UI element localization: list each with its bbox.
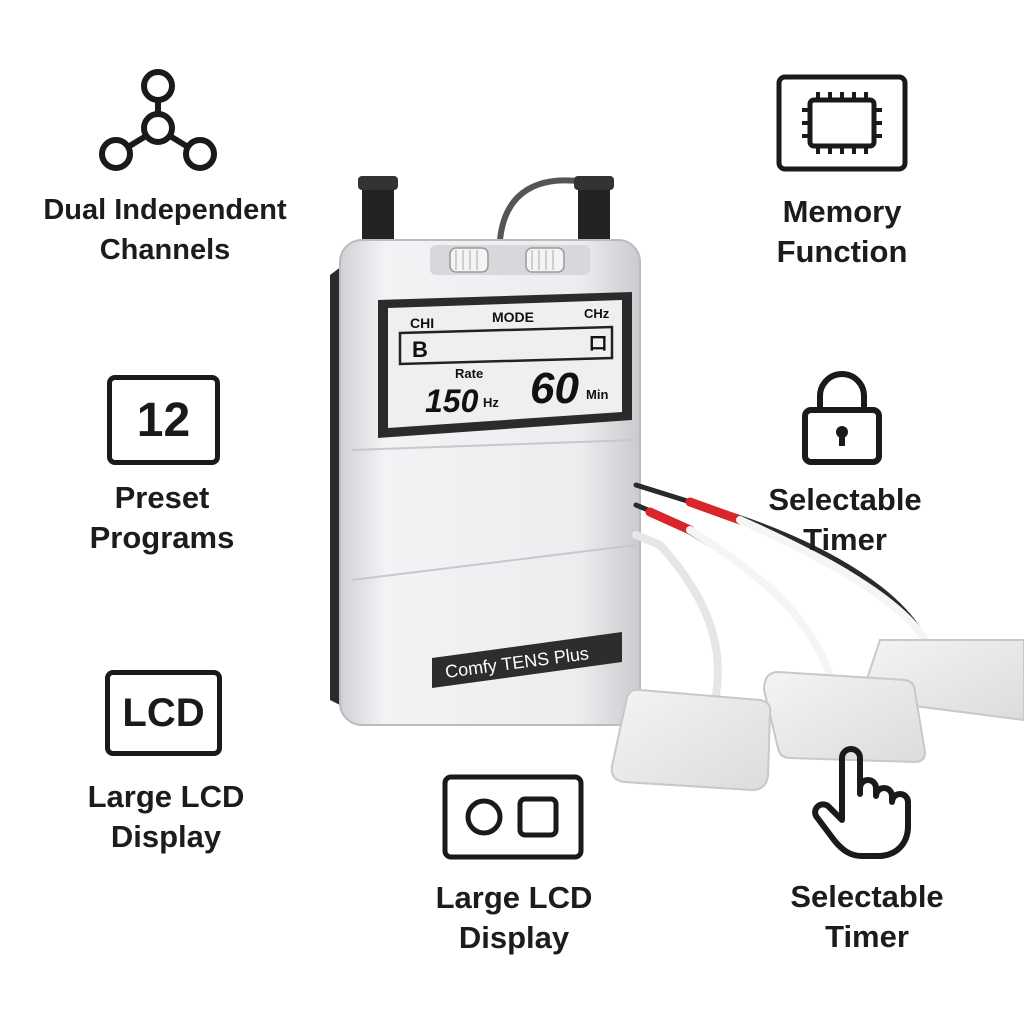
lcd-ch1-label: CHI: [410, 315, 434, 331]
lcd-badge-icon: LCD: [105, 670, 222, 756]
timer-lock-line-2: Timer: [803, 522, 887, 557]
lcd-rate-label: Rate: [455, 366, 483, 381]
presets-line-2: Programs: [89, 520, 235, 555]
timer-hand-line-1: Selectable: [790, 879, 944, 914]
lcd-line-2: Display: [110, 819, 222, 854]
timer-hand-line-2: Timer: [825, 919, 909, 954]
memory-line-2: Function: [776, 234, 908, 269]
lcd2-line-2: Display: [458, 920, 570, 955]
lcd-mode-value: B: [412, 337, 428, 362]
lcd-timer-unit: Min: [586, 387, 608, 402]
memory-line-1: Memory: [782, 194, 902, 229]
knob-channel-2[interactable]: [525, 247, 565, 273]
dual-channels-line-2: Channels: [99, 234, 231, 266]
circle-square-icon: [442, 774, 584, 860]
network-nodes-icon: [99, 69, 217, 171]
presets-line-1: Preset: [114, 480, 210, 515]
electrode-wires: [632, 482, 929, 704]
knob-channel-1[interactable]: [449, 247, 489, 273]
lcd-line-1: Large LCD: [87, 779, 245, 814]
lcd-rate-unit: Hz: [483, 395, 499, 410]
pointing-hand-icon: [812, 746, 911, 859]
memory-chip-icon: [776, 74, 908, 172]
lcd-timer-value: 60: [530, 364, 579, 413]
number-12-icon: 12: [107, 375, 220, 465]
lcd2-line-1: Large LCD: [435, 880, 593, 915]
device-top-cable: [497, 177, 586, 241]
brand-plate: [432, 632, 622, 688]
lcd-mode-label: MODE: [492, 309, 534, 325]
lcd-ch2-value: ロ: [588, 333, 608, 355]
electrode-pad-middle: [762, 670, 927, 764]
dual-channels-line-1: Dual Independent: [43, 194, 287, 226]
jack-right: [574, 176, 614, 250]
timer-lock-line-1: Selectable: [768, 482, 922, 517]
electrode-pad-front: [610, 688, 772, 792]
lcd-ch2-label: CHz: [584, 306, 610, 321]
lcd-rate-value: 150: [425, 383, 479, 419]
padlock-icon: [802, 371, 882, 465]
